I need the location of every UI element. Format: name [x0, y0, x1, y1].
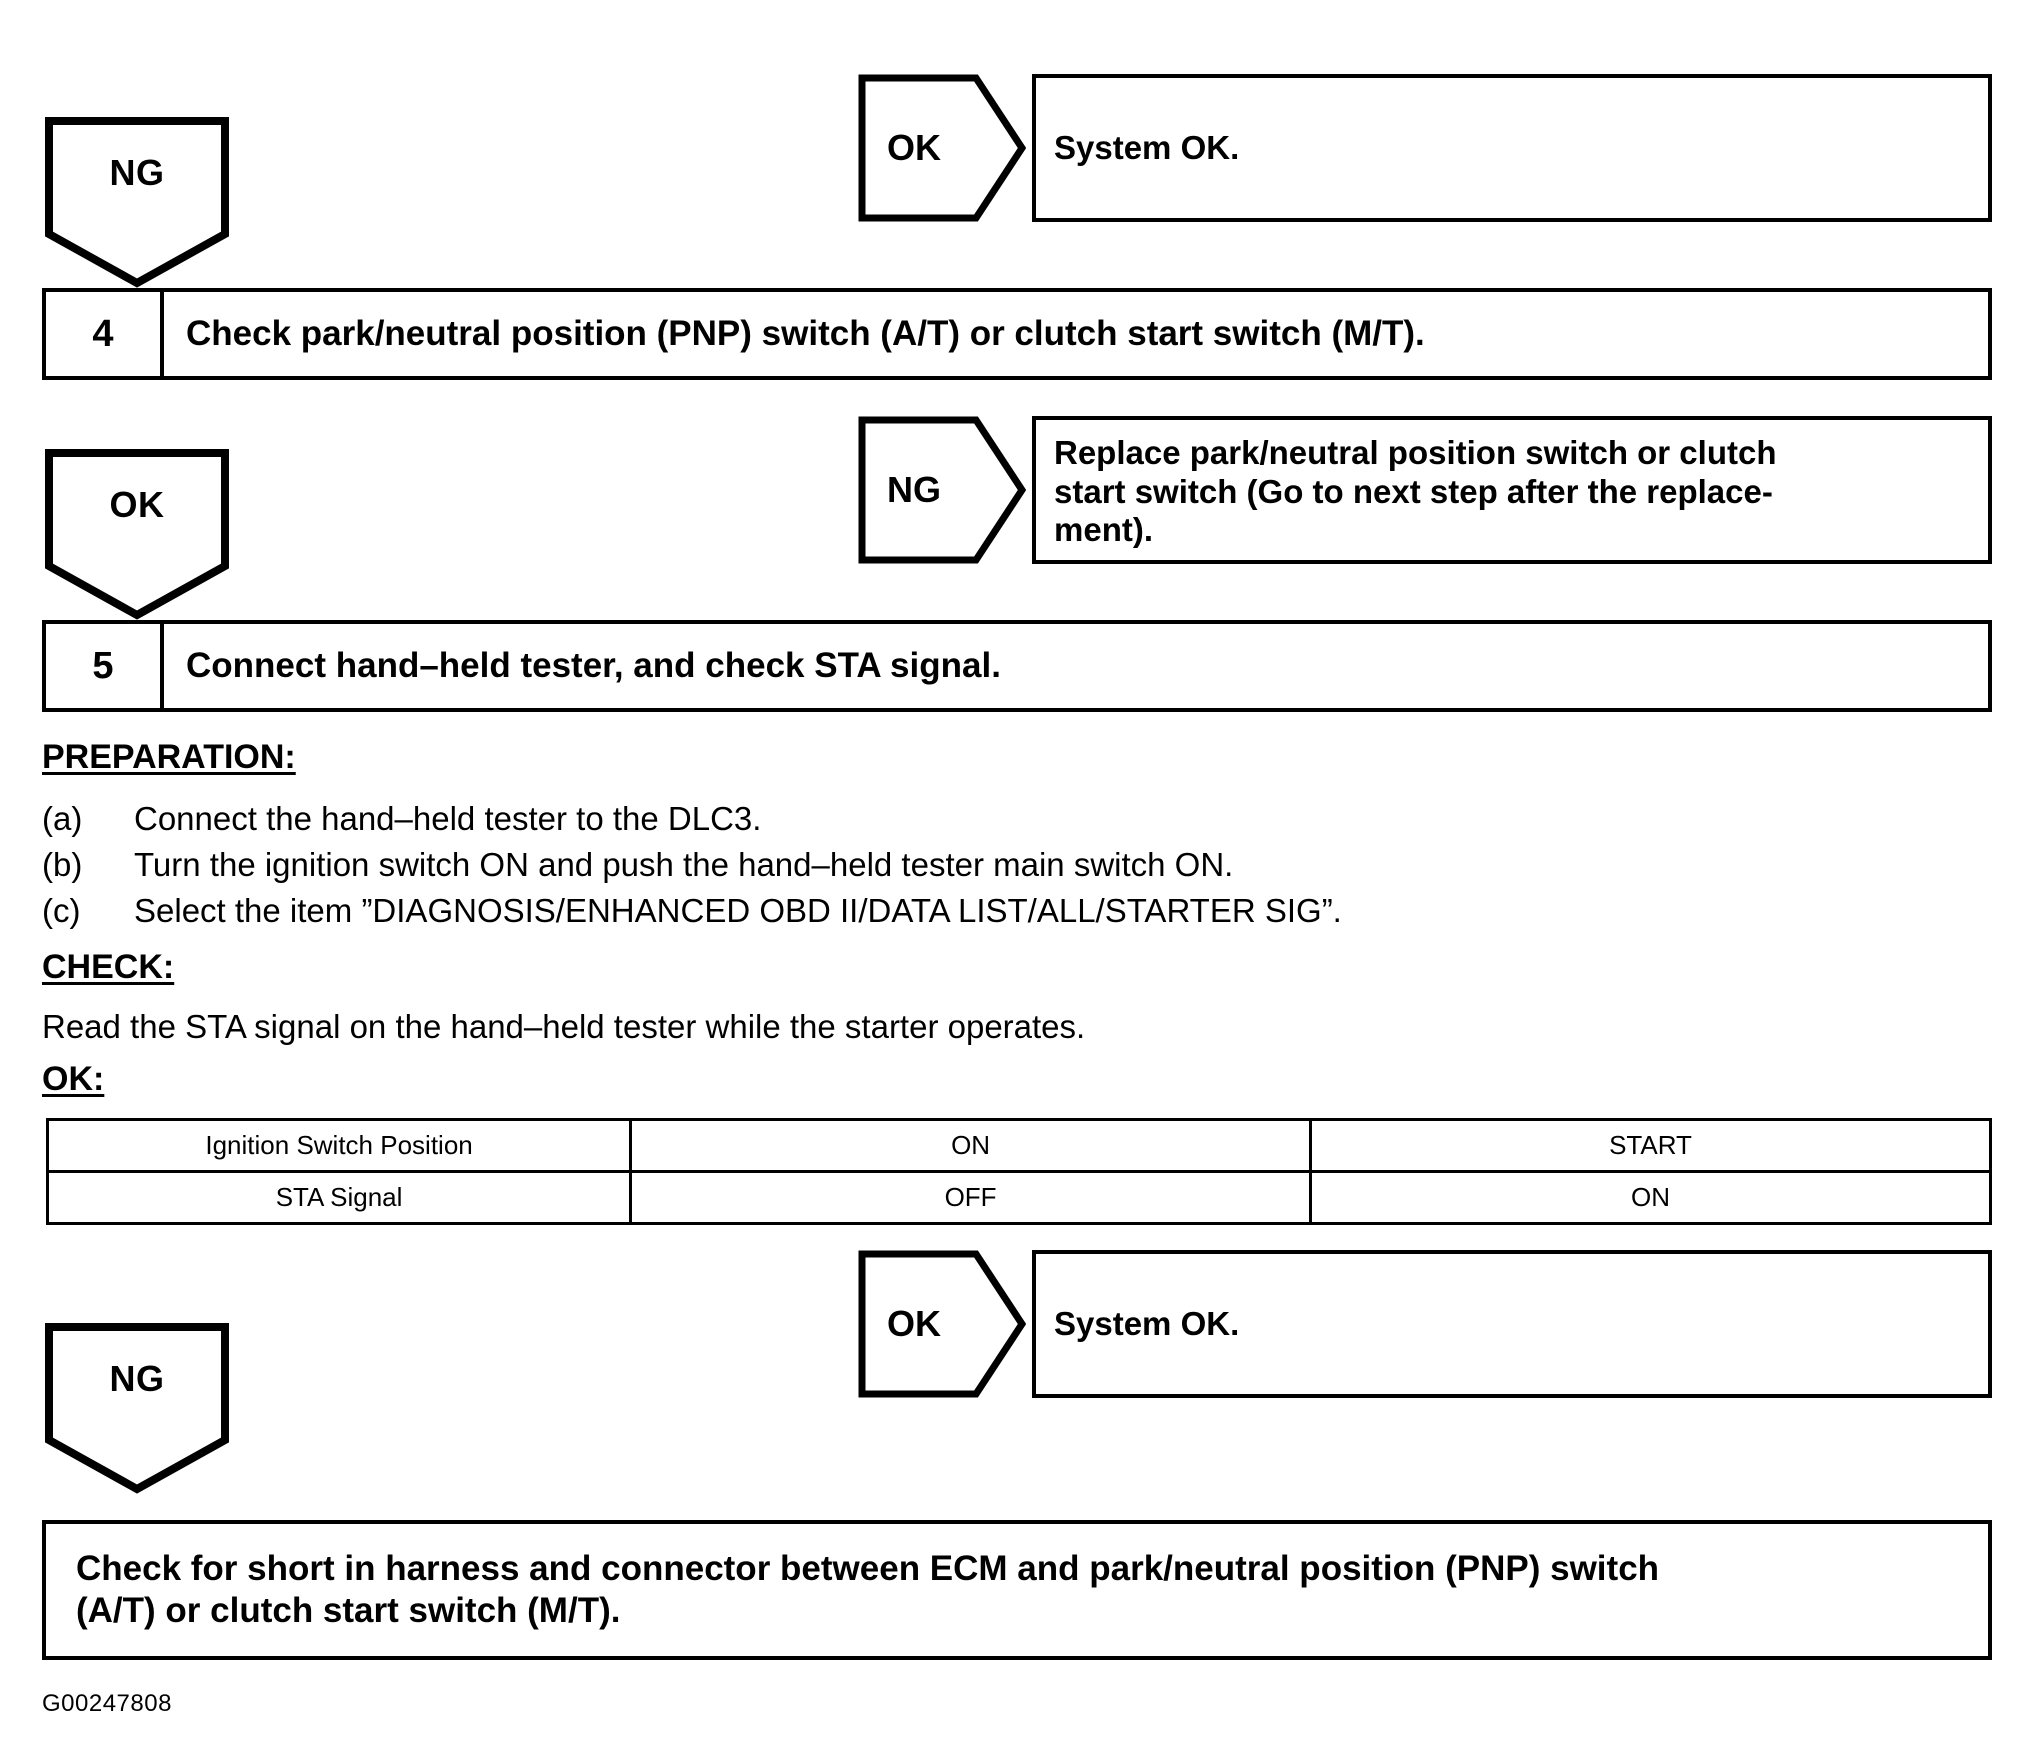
spec-table-r0-col1: ON	[629, 1118, 1313, 1173]
step-4-number: 4	[46, 292, 164, 376]
flow-marker-ng-top: NG	[44, 116, 230, 288]
preparation-item-a-marker: (a)	[42, 800, 83, 837]
flow-marker-ng-bottom-label: NG	[109, 1358, 165, 1399]
step-5-title: Connect hand–held tester, and check STA …	[186, 646, 1001, 685]
table-row: Ignition Switch Position ON START	[45, 1118, 1992, 1173]
result-box-system-ok-bottom-text: System OK.	[1054, 1304, 1240, 1342]
preparation-heading: PREPARATION:	[42, 738, 296, 776]
flow-marker-ok-step4-label: OK	[109, 484, 165, 525]
result-box-system-ok-top-text: System OK.	[1054, 128, 1240, 166]
result-box-replace-switch-text: Replace park/neutral position switch or …	[1054, 434, 1777, 549]
ok-heading: OK:	[42, 1060, 105, 1098]
flow-marker-ng-top-label: NG	[109, 152, 165, 193]
result-box-system-ok-top: System OK.	[1032, 74, 1992, 222]
spec-table: Ignition Switch Position ON START STA Si…	[45, 1118, 1992, 1225]
check-heading: CHECK:	[42, 948, 175, 986]
result-box-system-ok-bottom: System OK.	[1032, 1250, 1992, 1398]
step-4-title: Check park/neutral position (PNP) switch…	[186, 314, 1425, 353]
document-id-code: G00247808	[42, 1690, 172, 1717]
preparation-item-c-marker: (c)	[42, 892, 81, 929]
step-row-4: 4 Check park/neutral position (PNP) swit…	[42, 288, 1992, 380]
flow-arrow-ng-step4-label: NG	[887, 469, 941, 510]
flow-arrow-ok-step5-label: OK	[887, 1303, 941, 1344]
spec-table-r0-col2: START	[1309, 1118, 1992, 1173]
flow-marker-ng-bottom: NG	[44, 1322, 230, 1494]
step-row-5: 5 Connect hand–held tester, and check ST…	[42, 620, 1992, 712]
flow-arrow-ng-step4: NG	[858, 416, 1026, 564]
spec-table-r1-label: STA Signal	[45, 1170, 633, 1225]
spec-table-r0-label: Ignition Switch Position	[45, 1118, 633, 1173]
flow-arrow-ok-top-label: OK	[887, 127, 941, 168]
check-text: Read the STA signal on the hand–held tes…	[42, 1008, 1086, 1045]
flow-marker-ok-step4: OK	[44, 448, 230, 620]
preparation-item-b: (b) Turn the ignition switch ON and push…	[42, 846, 1233, 884]
step-5-number: 5	[46, 624, 164, 708]
preparation-item-a-text: Connect the hand–held tester to the DLC3…	[134, 800, 762, 837]
preparation-item-c-text: Select the item ”DIAGNOSIS/ENHANCED OBD …	[134, 892, 1342, 929]
preparation-item-a: (a) Connect the hand–held tester to the …	[42, 800, 761, 838]
spec-table-r1-col2: ON	[1309, 1170, 1992, 1225]
preparation-item-b-marker: (b)	[42, 846, 83, 883]
table-row: STA Signal OFF ON	[45, 1170, 1992, 1225]
preparation-item-c: (c) Select the item ”DIAGNOSIS/ENHANCED …	[42, 892, 1342, 930]
final-action-text: Check for short in harness and connector…	[76, 1549, 1660, 1630]
result-box-replace-switch: Replace park/neutral position switch or …	[1032, 416, 1992, 564]
preparation-item-b-text: Turn the ignition switch ON and push the…	[134, 846, 1234, 883]
spec-table-r1-col1: OFF	[629, 1170, 1313, 1225]
flow-arrow-ok-top: OK	[858, 74, 1026, 222]
final-action-box: Check for short in harness and connector…	[42, 1520, 1992, 1660]
flow-arrow-ok-step5: OK	[858, 1250, 1026, 1398]
